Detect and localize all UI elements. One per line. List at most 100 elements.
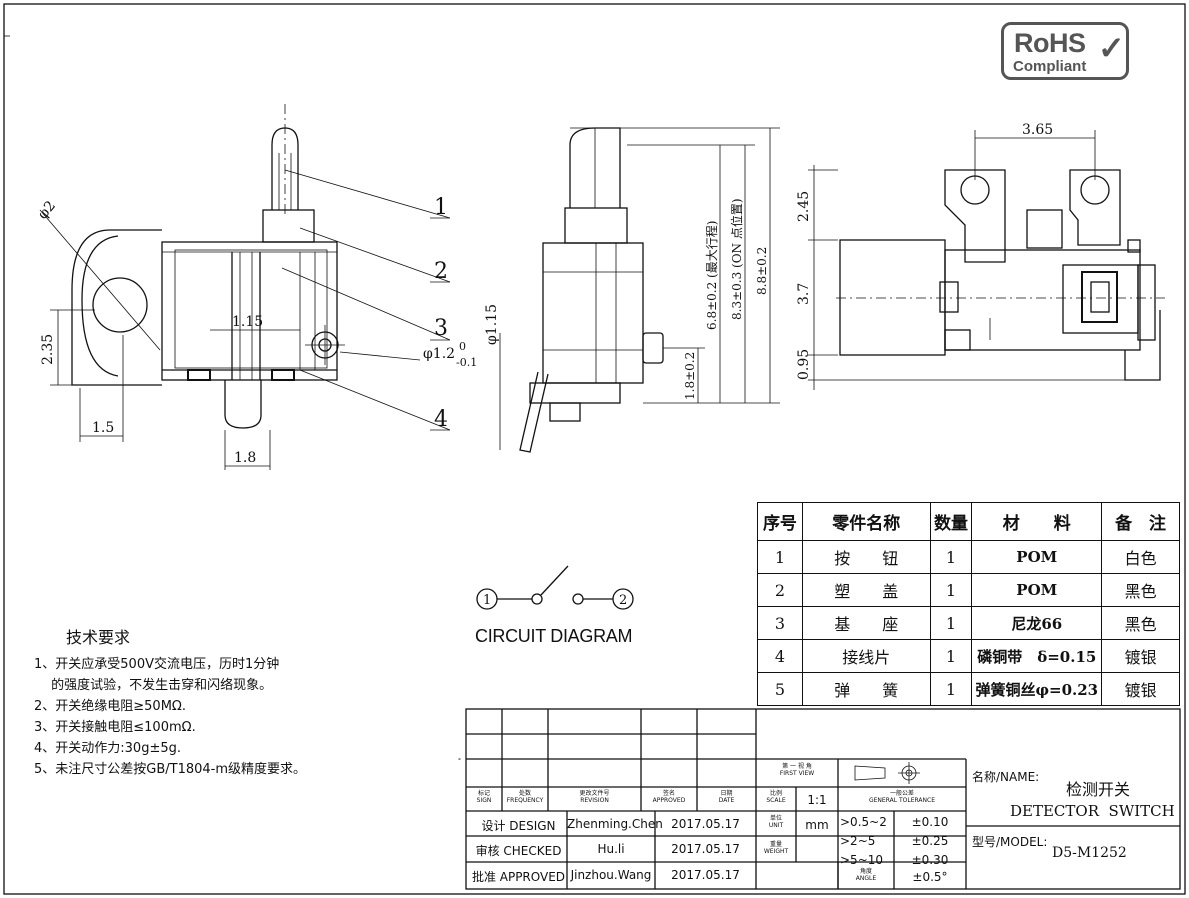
bom-cell: 1 xyxy=(757,540,803,574)
tech-item: 4、开关动作力:30g±5g. xyxy=(34,741,181,756)
bom-cell: 4 xyxy=(757,639,803,673)
tb-approved-name: Jinzhou.Wang xyxy=(570,868,652,882)
bom-cell: 1 xyxy=(929,639,973,673)
terminal-1: 1 xyxy=(483,593,491,608)
dim-phi1-2: φ1.2 xyxy=(423,346,455,362)
part-label-3: 3 xyxy=(434,316,448,341)
dim-8-8: 8.8±0.2 xyxy=(755,247,769,295)
tb-checked-role: 审核 CHECKED xyxy=(475,844,562,858)
tb-model-label: 型号/MODEL: xyxy=(972,835,1048,849)
tb-unit: 单位 UNIT xyxy=(768,815,784,829)
front-view xyxy=(39,104,451,470)
tech-item: 3、开关接触电阻≤100mΩ. xyxy=(34,720,196,735)
bom-cell: 塑 盖 xyxy=(801,573,931,607)
tech-item: 5、未注尺寸公差按GB/T1804-m级精度要求。 xyxy=(34,762,307,777)
circuit-diagram xyxy=(476,565,634,610)
sheet-border xyxy=(3,3,1186,895)
bom-row: 4 接线片 1 磷铜带 δ=0.15 镀银 xyxy=(757,639,1180,673)
tb-design-date: 2017.05.17 xyxy=(671,817,740,831)
tb-design-name: Zhenming.Chen xyxy=(567,817,663,831)
bom-header: 材 料 xyxy=(971,502,1103,541)
bom-row: 5 弹 簧 1 弹簧铜丝φ=0.23 镀银 xyxy=(757,672,1180,706)
tb-approved-role: 批准 APPROVED xyxy=(471,870,566,884)
bom-row: 3 基 座 1 尼龙66 黑色 xyxy=(757,606,1180,640)
bom-row: 2 塑 盖 1 POM 黑色 xyxy=(757,573,1180,607)
title-block-frame xyxy=(465,708,1181,890)
dim-3-7: 3.7 xyxy=(796,283,812,305)
tb-weight: 重量 WEIGHT xyxy=(763,841,789,855)
bom-header: 零件名称 xyxy=(801,502,931,541)
dim-0-95: 0.95 xyxy=(796,349,812,380)
tb-name-cn: 检测开关 xyxy=(1066,780,1131,799)
bom-cell: 5 xyxy=(757,672,803,706)
tb-unit-value: mm xyxy=(805,818,829,832)
tb-name-en: DETECTOR SWITCH xyxy=(1010,802,1175,820)
mark-dot: ° xyxy=(458,758,461,765)
tb-checked-name: Hu.li xyxy=(597,842,625,856)
part-label-4: 4 xyxy=(434,407,448,432)
part-label-2: 2 xyxy=(434,259,448,284)
bom-cell: 尼龙66 xyxy=(971,606,1103,640)
tb-revision: 更改文件号 REVISION xyxy=(579,790,610,804)
dim-2-45: 2.45 xyxy=(796,191,812,222)
dim-6-8: 6.8±0.2 (最大行程) xyxy=(704,221,719,330)
bom-cell: 基 座 xyxy=(801,606,931,640)
bom-cell: 弹 簧 xyxy=(801,672,931,706)
tb-model: D5-M1252 xyxy=(1052,845,1127,861)
tb-first-view: 第 一 视 角 FIRST VIEW xyxy=(779,763,815,777)
dim-1-15: 1.15 xyxy=(232,314,263,330)
bom-cell: 弹簧铜丝φ=0.23 xyxy=(971,672,1103,706)
bom-cell: 黑色 xyxy=(1101,606,1180,640)
check-icon: ✓ xyxy=(1098,30,1125,66)
bom-cell: 1 xyxy=(929,606,973,640)
side-view xyxy=(499,127,780,453)
bom-header-row: 序号 零件名称 数量 材 料 备 注 xyxy=(757,502,1180,541)
bom-cell: 1 xyxy=(929,573,973,607)
terminal-2: 2 xyxy=(619,593,627,608)
bom-table: 序号 零件名称 数量 材 料 备 注 1 按 钮 1 POM 白色 2 塑 盖 … xyxy=(757,502,1180,706)
bom-cell: 按 钮 xyxy=(801,540,931,574)
tb-design-role: 设计 DESIGN xyxy=(481,819,556,833)
bom-header: 备 注 xyxy=(1101,502,1180,541)
dim-2-35: 2.35 xyxy=(40,334,56,365)
dim-1-8: 1.8 xyxy=(234,450,256,466)
tol-upper: 0 xyxy=(459,340,466,353)
tech-requirements: 技术要求 1、开关应承受500V交流电压，历时1分钟 的强度试验，不发生击穿和闪… xyxy=(34,624,374,780)
bom-cell: 1 xyxy=(929,672,973,706)
tb-tol-range: >0.5~2 xyxy=(840,815,887,829)
tb-name-label: 名称/NAME: xyxy=(972,770,1040,784)
tol-lower: -0.1 xyxy=(456,356,477,369)
tb-tol-range: >5~10 xyxy=(840,853,884,867)
tb-freq: 处数 FREQUENCY xyxy=(506,790,544,804)
bom-cell: POM xyxy=(971,540,1103,574)
bom-cell: 接线片 xyxy=(801,639,931,673)
bom-row: 1 按 钮 1 POM 白色 xyxy=(757,540,1180,574)
rohs-badge: RoHS Compliant ✓ xyxy=(1001,22,1129,80)
tb-angle: 角度 ANGLE xyxy=(855,868,877,882)
tb-tol-range: >2~5 xyxy=(840,834,876,848)
tb-date: 日期 DATE xyxy=(718,790,735,804)
tech-item: 1、开关应承受500V交流电压，历时1分钟 xyxy=(34,657,280,672)
part-label-1: 1 xyxy=(434,195,448,220)
dim-3-65: 3.65 xyxy=(1022,122,1053,138)
tech-item: 的强度试验，不发生击穿和闪络现象。 xyxy=(34,678,273,693)
bom-cell: 2 xyxy=(757,573,803,607)
bom-cell: 3 xyxy=(757,606,803,640)
bom-cell: 磷铜带 δ=0.15 xyxy=(971,639,1103,673)
dim-1-5: 1.5 xyxy=(92,420,114,436)
bom-cell: 镀银 xyxy=(1101,639,1180,673)
rohs-compliant-text: Compliant xyxy=(1013,58,1087,75)
tb-approved: 签名 APPROVED xyxy=(652,790,686,804)
tech-item: 2、开关绝缘电阻≥50MΩ. xyxy=(34,699,186,714)
tb-scale: 比例 SCALE xyxy=(766,790,786,804)
tb-approved-date: 2017.05.17 xyxy=(671,868,740,882)
tb-tol-value: ±0.30 xyxy=(911,853,949,867)
tech-requirements-title: 技术要求 xyxy=(66,628,131,647)
top-view xyxy=(808,130,1165,390)
tb-tol-value: ±0.25 xyxy=(911,834,949,848)
bom-header: 序号 xyxy=(757,502,803,541)
dim-phi1-15: φ1.15 xyxy=(484,304,500,345)
circuit-diagram-title: CIRCUIT DIAGRAM xyxy=(475,626,633,646)
bom-cell: 镀银 xyxy=(1101,672,1180,706)
tb-scale-value: 1:1 xyxy=(807,793,827,807)
